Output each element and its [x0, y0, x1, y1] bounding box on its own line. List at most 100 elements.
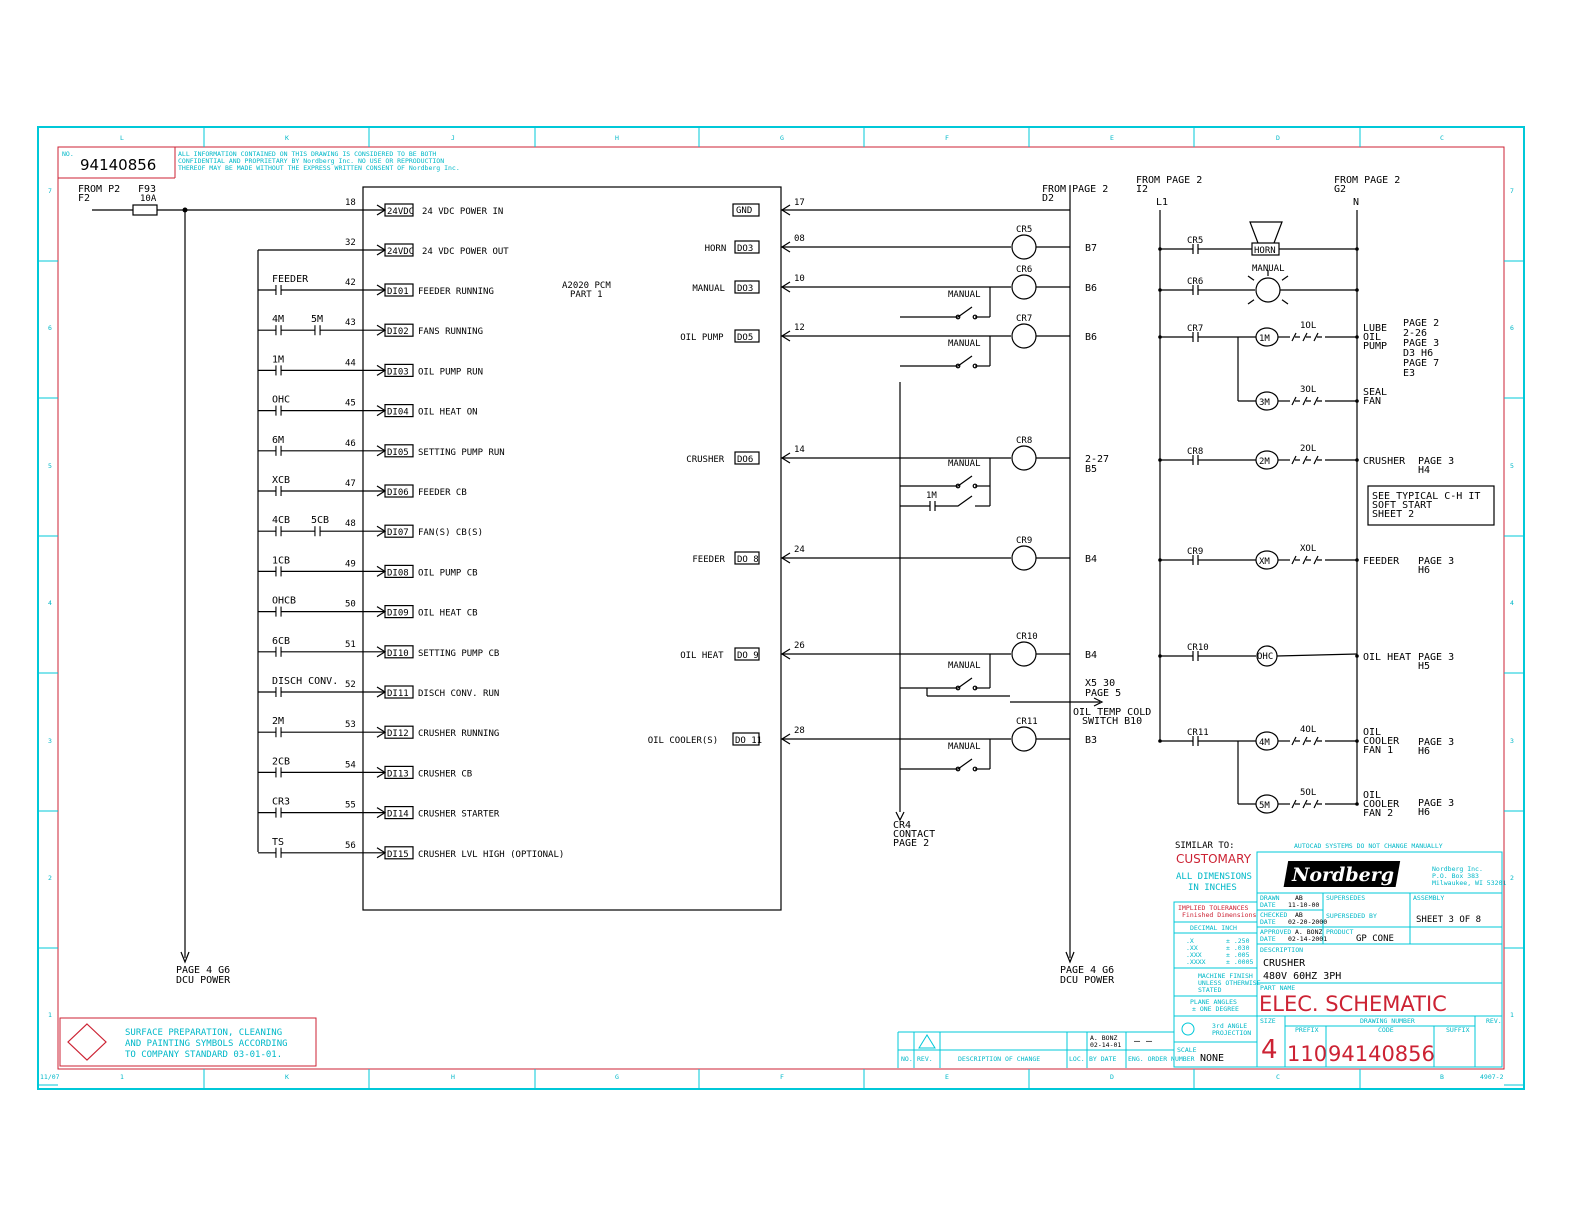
machine-3: STATED: [1198, 986, 1222, 994]
zone-letter-top: J: [451, 134, 455, 142]
wire-number: 52: [345, 680, 356, 690]
output-terminal: [734, 329, 760, 343]
oil-temp-1: OIL TEMP COLD: [1073, 707, 1151, 718]
contact-gap: [276, 285, 281, 295]
relay-coil: [1011, 545, 1037, 571]
output-terminal: [734, 280, 760, 294]
prefix-value: 110: [1287, 1042, 1327, 1066]
output-terminal: [734, 647, 760, 661]
approved-date-label: DATE: [1260, 935, 1276, 943]
contact-gap: [276, 767, 281, 778]
dcu-power-right-1: PAGE 4 G6: [1060, 965, 1114, 976]
overload-contact: [1302, 455, 1311, 465]
projection-2: PROJECTION: [1212, 1029, 1251, 1037]
input-label: CRUSHER RUNNING: [418, 729, 499, 739]
plc-subtitle: PART 1: [570, 290, 603, 300]
machine-1: MACHINE FINISH: [1198, 972, 1253, 980]
note-2: SOFT START: [1372, 500, 1432, 511]
terminal-arrow: [780, 452, 791, 464]
fan1-page-ref: H6: [1418, 746, 1430, 757]
dcu-power-right-2: DCU POWER: [1060, 975, 1115, 986]
product: GP CONE: [1356, 934, 1394, 944]
wire-number: 18: [345, 198, 356, 208]
io-tag: DI01: [387, 287, 409, 297]
contact-label: 2CB: [272, 756, 290, 767]
input-label: OIL HEAT CB: [418, 609, 478, 619]
output-terminal: [734, 451, 760, 465]
wire-number: 53: [345, 720, 356, 730]
rev-dash: — —: [1134, 1036, 1153, 1047]
rev-block-label: NO.: [62, 150, 74, 158]
checked-date: 02-20-2000: [1288, 918, 1327, 926]
wire-number: 49: [345, 559, 356, 569]
contact-label: 1CB: [272, 555, 290, 566]
io-tag: DO 9: [737, 651, 759, 661]
rev-h-rev: REV.: [917, 1055, 933, 1063]
output-label: OIL COOLER(S): [648, 736, 718, 746]
oil-temp-2: SWITCH B10: [1082, 716, 1142, 727]
io-tag: DO5: [737, 333, 753, 343]
number-value: 94140856: [1328, 1042, 1435, 1066]
horn-bell-icon: [1249, 221, 1283, 244]
zone-letter-bottom: E: [945, 1073, 949, 1081]
junction-dot: [1355, 458, 1359, 462]
contact-label: CR10: [1187, 643, 1209, 653]
approved-label: APPROVED: [1260, 928, 1291, 936]
from-page2-n-1: FROM PAGE 2: [1334, 175, 1400, 186]
coil-label: CR8: [1016, 436, 1032, 446]
switch-pivot: [972, 314, 978, 320]
input-label: CRUSHER CB: [418, 769, 472, 779]
zone-letter-top: D: [1276, 134, 1280, 142]
overload-contact: [1302, 555, 1311, 565]
relay-coil: [1011, 641, 1037, 667]
input-terminal: [384, 725, 414, 739]
switch-pivot: [972, 363, 978, 369]
drawing-number-label: DRAWING NUMBER: [1360, 1017, 1415, 1025]
autocad-note: AUTOCAD SYSTEMS DO NOT CHANGE MANUALLY: [1294, 842, 1443, 850]
similar-to: SIMILAR TO:: [1175, 841, 1235, 851]
wire-number: 28: [794, 726, 805, 736]
io-tag: DO 11: [735, 736, 762, 746]
switch-pivot: [955, 314, 961, 320]
rev-h-no: NO.: [901, 1055, 913, 1063]
junction-dot: [1158, 247, 1162, 251]
zone-letter-top: L: [120, 134, 124, 142]
scale-label: SCALE: [1177, 1046, 1197, 1054]
coil-label: CR9: [1016, 536, 1032, 546]
xs30-2: PAGE 5: [1085, 688, 1121, 699]
tolerance-format: .XX: [1186, 944, 1198, 952]
input-terminal: [384, 484, 414, 498]
angles-2: ± ONE DEGREE: [1192, 1005, 1239, 1013]
contact-gap: [315, 325, 320, 336]
wire-number: 14: [794, 445, 805, 455]
junction-dot: [1355, 802, 1359, 806]
contact-label: 6M: [272, 435, 284, 446]
motor-tag: 1M: [1259, 334, 1270, 344]
wire-number: 47: [345, 479, 356, 489]
coil-label: CR5: [1016, 225, 1032, 235]
io-tag: DI08: [387, 568, 409, 578]
overload-contact: [1291, 555, 1300, 565]
terminal-arrow: [780, 241, 791, 253]
cr4-2: CONTACT: [893, 829, 935, 840]
terminal-arrow: [780, 281, 791, 293]
io-tag: DI15: [387, 850, 409, 860]
input-terminal: [384, 685, 414, 699]
input-terminal: [384, 765, 414, 780]
overload-contact: [1291, 455, 1300, 465]
io-tag: DO3: [737, 244, 753, 254]
zone-letter-bottom: D: [1110, 1073, 1114, 1081]
rev-h-loc: LOC.: [1069, 1055, 1085, 1063]
overload-label: 4OL: [1300, 725, 1316, 735]
contact-gap: [276, 325, 281, 336]
checked-by: AB: [1295, 911, 1303, 919]
page-ref: B3: [1085, 735, 1097, 746]
switch-pivot: [955, 483, 961, 489]
overload-contact: [1302, 736, 1311, 746]
cr4-3: PAGE 2: [893, 838, 929, 849]
contact-gap: [276, 807, 281, 818]
page-ref: B4: [1085, 554, 1097, 565]
